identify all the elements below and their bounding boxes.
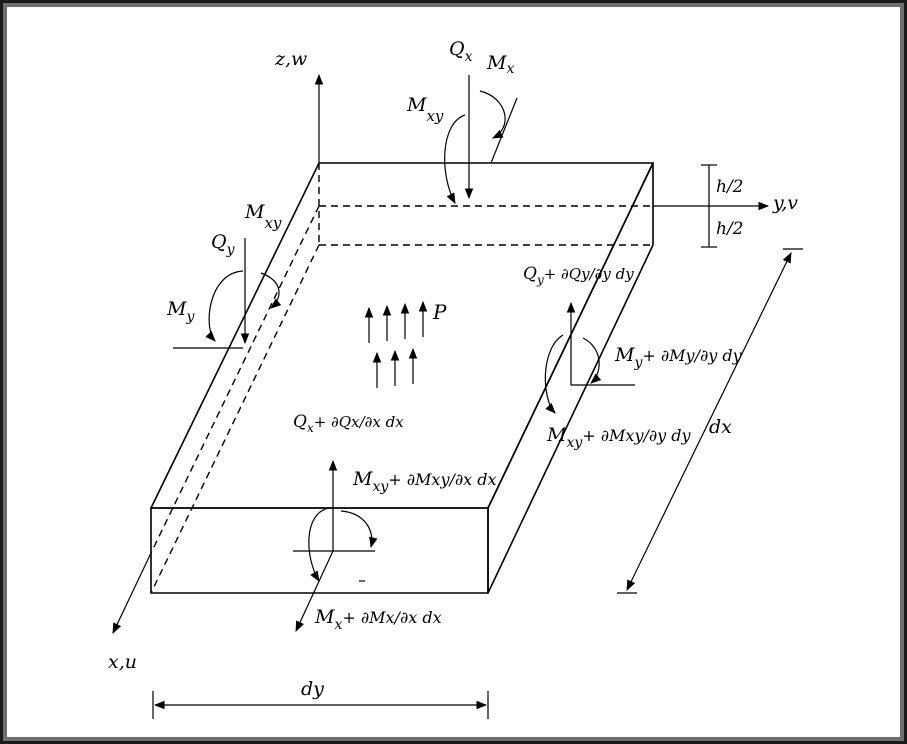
thickness-dimension: h/2 h/2 (701, 164, 744, 248)
mx-front-vector (295, 550, 334, 632)
pressure-label: P (432, 300, 447, 324)
z-axis-label: z,w (274, 48, 307, 70)
mx-back-label: Mx (486, 52, 514, 77)
x-axis-label: x,u (108, 651, 137, 673)
qy-right-label: Qy+ ∂Qy/∂y dy (523, 264, 634, 287)
mxy-right-moment (544, 334, 564, 414)
axes: z,w y,v x,u (108, 48, 798, 673)
back-edge-forces: Qx Mx Mxy (406, 38, 518, 204)
mx-front-moment (308, 507, 330, 582)
mx-back-vector (490, 97, 518, 164)
plate-diagram: z,w y,v x,u h/2 h/2 dx dy P (108, 38, 803, 719)
my-right-moment (582, 337, 602, 384)
plate-right-face (487, 162, 654, 594)
qx-back-label: Qx (449, 38, 473, 65)
dx-dimension: dx (617, 248, 803, 594)
mxy-left-moment (260, 272, 282, 309)
mx-back-moment (479, 90, 506, 139)
right-edge-forces: Qy+ ∂Qy/∂y dy My+ ∂My/∂y dy Mxy+ ∂Mxy/∂y… (523, 264, 743, 451)
dx-label: dx (709, 416, 732, 438)
half-thickness-lower: h/2 (716, 219, 744, 239)
pressure-arrows: P (364, 300, 447, 388)
x-axis (112, 552, 152, 634)
mxy-front-moment (340, 510, 378, 549)
mx-front-label: Mx+ ∂Mx/∂x dx (314, 606, 442, 633)
mxy-back-label: Mxy (406, 94, 444, 125)
dy-dimension: dy (152, 678, 489, 719)
qx-front-label: Qx+ ∂Qx/∂x dx (293, 412, 404, 435)
left-edge-forces: Qy Mxy My (166, 201, 282, 349)
mxy-front-label: Mxy+ ∂Mxy/∂x dx (352, 468, 497, 495)
mxy-left-label: Mxy (244, 201, 282, 232)
dy-label: dy (301, 678, 324, 700)
y-axis-label: y,v (772, 192, 798, 214)
mxy-back-moment (444, 114, 466, 204)
midplane-left (150, 205, 320, 554)
my-left-label: My (166, 298, 195, 325)
half-thickness-upper: h/2 (716, 177, 744, 197)
plate (149, 162, 655, 594)
my-left-moment (205, 270, 244, 342)
plate-top-face (149, 162, 655, 509)
mxy-right-label: Mxy+ ∂Mxy/∂y dy (546, 424, 692, 451)
hidden-edge-left-bottom (150, 244, 320, 594)
my-right-label: My+ ∂My/∂y dy (614, 344, 743, 371)
qy-left-label: Qy (211, 231, 236, 258)
front-edge-forces: Qx+ ∂Qx/∂x dx Mxy+ ∂Mxy/∂x dx Mx+ ∂Mx/∂x… (293, 412, 497, 633)
